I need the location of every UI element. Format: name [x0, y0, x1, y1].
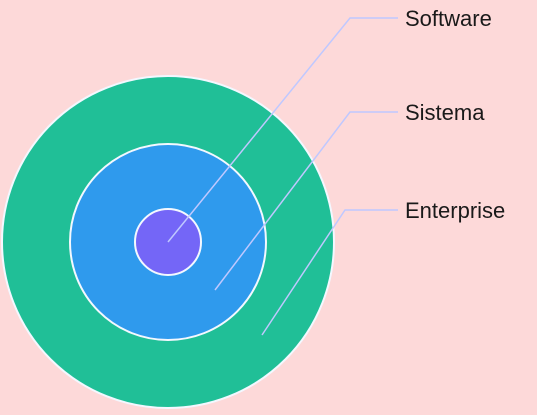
sistema-leader-line [214, 111, 398, 291]
enterprise-leader-line [261, 209, 398, 336]
software-label: Software [405, 6, 492, 31]
enterprise-label: Enterprise [405, 198, 506, 223]
sistema-label: Sistema [405, 100, 485, 125]
software-leader-line [167, 17, 398, 243]
